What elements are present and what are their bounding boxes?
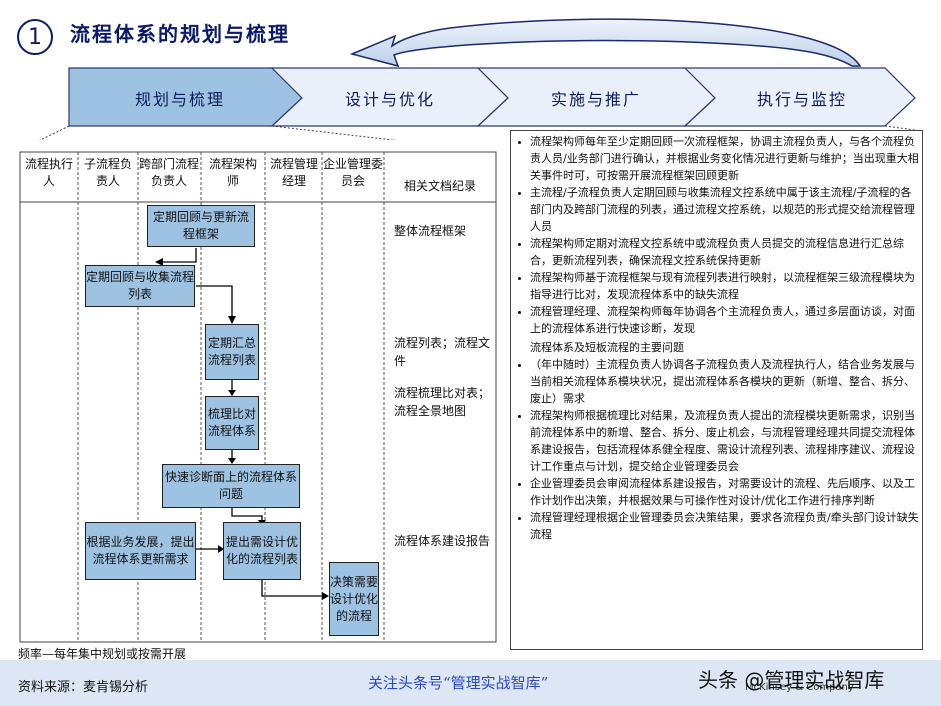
step-number: 1: [28, 24, 42, 50]
flow-step-compare: 梳理比对流程体系: [205, 396, 259, 450]
doc-system-report: 流程体系建设报告: [394, 534, 491, 548]
description-item: 流程管理经理根据企业管理委员会决策结果，要求各流程负责/牵头部门设计缺失流程: [530, 509, 919, 543]
column-header-1: 流程执行人: [24, 157, 73, 188]
description-item: 企业管理委员会审阅流程体系建设报告，对需要设计的流程、先后顺序、以及工作计划作出…: [530, 475, 919, 509]
phase-label-3: 实施与推广: [550, 90, 641, 109]
phase-diagram: [39, 18, 916, 140]
description-item: 流程架构师基于流程框架与现有流程列表进行映射，以流程框架三级流程模块为指导进行比…: [530, 269, 919, 303]
description-item: 流程架构师根据梳理比对结果，及流程负责人提出的流程模块更新需求，识别当前流程体系…: [530, 407, 919, 475]
doc-process-list: 流程列表；流程文件: [394, 336, 491, 368]
mckinsey-logo: McKinsey & Company: [745, 682, 854, 693]
description-panel: [510, 130, 923, 650]
flow-step-decision: 决策需要设计优化的流程: [329, 562, 379, 636]
column-header-7: 相关文档纪录: [403, 179, 476, 193]
doc-framework: 整体流程框架: [394, 224, 467, 238]
page-title: 流程体系的规划与梳理: [70, 22, 290, 46]
description-continuation: 流程体系及短板流程的主要问题: [530, 341, 684, 354]
flow-step-framework: 定期回顾与更新流程框架: [147, 205, 255, 247]
description-item: 主流程/子流程负责人定期回顾与收集流程文控系统中属于该主流程/子流程的各部门内及…: [530, 184, 919, 235]
doc-compare-table: 流程梳理比对表；流程全景地图: [394, 386, 491, 418]
flow-step-summarize: 定期汇总流程列表: [205, 324, 259, 380]
description-item: 流程架构师定期对流程文控系统中或流程负责人员提交的流程信息进行汇总综合，更新流程…: [530, 235, 919, 269]
follow-link[interactable]: 关注头条号“管理实战智库”: [368, 674, 549, 692]
flow-step-diagnose: 快速诊断面上的流程体系问题: [162, 464, 300, 508]
column-header-5: 流程管理经理: [269, 157, 318, 188]
frequency-note: 频率—每年集中规划或按需开展: [18, 647, 187, 661]
description-item: 流程管理经理、流程架构师每年协调各个主流程负责人，通过多层面访谈，对面上的流程体…: [530, 303, 919, 337]
flow-step-update-needs: 根据业务发展，提出流程体系更新需求: [85, 522, 196, 580]
column-header-2: 子流程负责人: [83, 157, 132, 188]
flow-step-collect-list: 定期回顾与收集流程列表: [85, 265, 195, 307]
source-note: 资料来源：麦肯锡分析: [18, 680, 149, 695]
description-item: （年中随时）主流程负责人协调各子流程负责人及流程执行人，结合业务发展与当前相关流…: [530, 356, 919, 407]
description-list: 流程架构师每年至少定期回顾一次流程框架，协调主流程负责人，与各个流程负责人员/业…: [514, 133, 919, 543]
phase-label-1: 规划与梳理: [134, 90, 225, 109]
column-header-3: 跨部门流程负责人: [138, 157, 199, 188]
phase-label-4: 执行与监控: [756, 90, 847, 109]
watermark: 头条 @管理实战智库: [698, 668, 885, 692]
description-item: 流程架构师每年至少定期回顾一次流程框架，协调主流程负责人，与各个流程负责人员/业…: [530, 133, 919, 184]
phase-label-2: 设计与优化: [344, 90, 435, 109]
column-header-4: 流程架构师: [208, 157, 257, 188]
cycle-arrow-icon: [349, 18, 862, 68]
step-number-badge: 1: [17, 19, 53, 55]
flow-step-propose-list: 提出需设计优化的流程列表: [223, 522, 301, 580]
column-header-6: 企业管理委员会: [322, 157, 383, 188]
footer-bar: [0, 660, 941, 706]
